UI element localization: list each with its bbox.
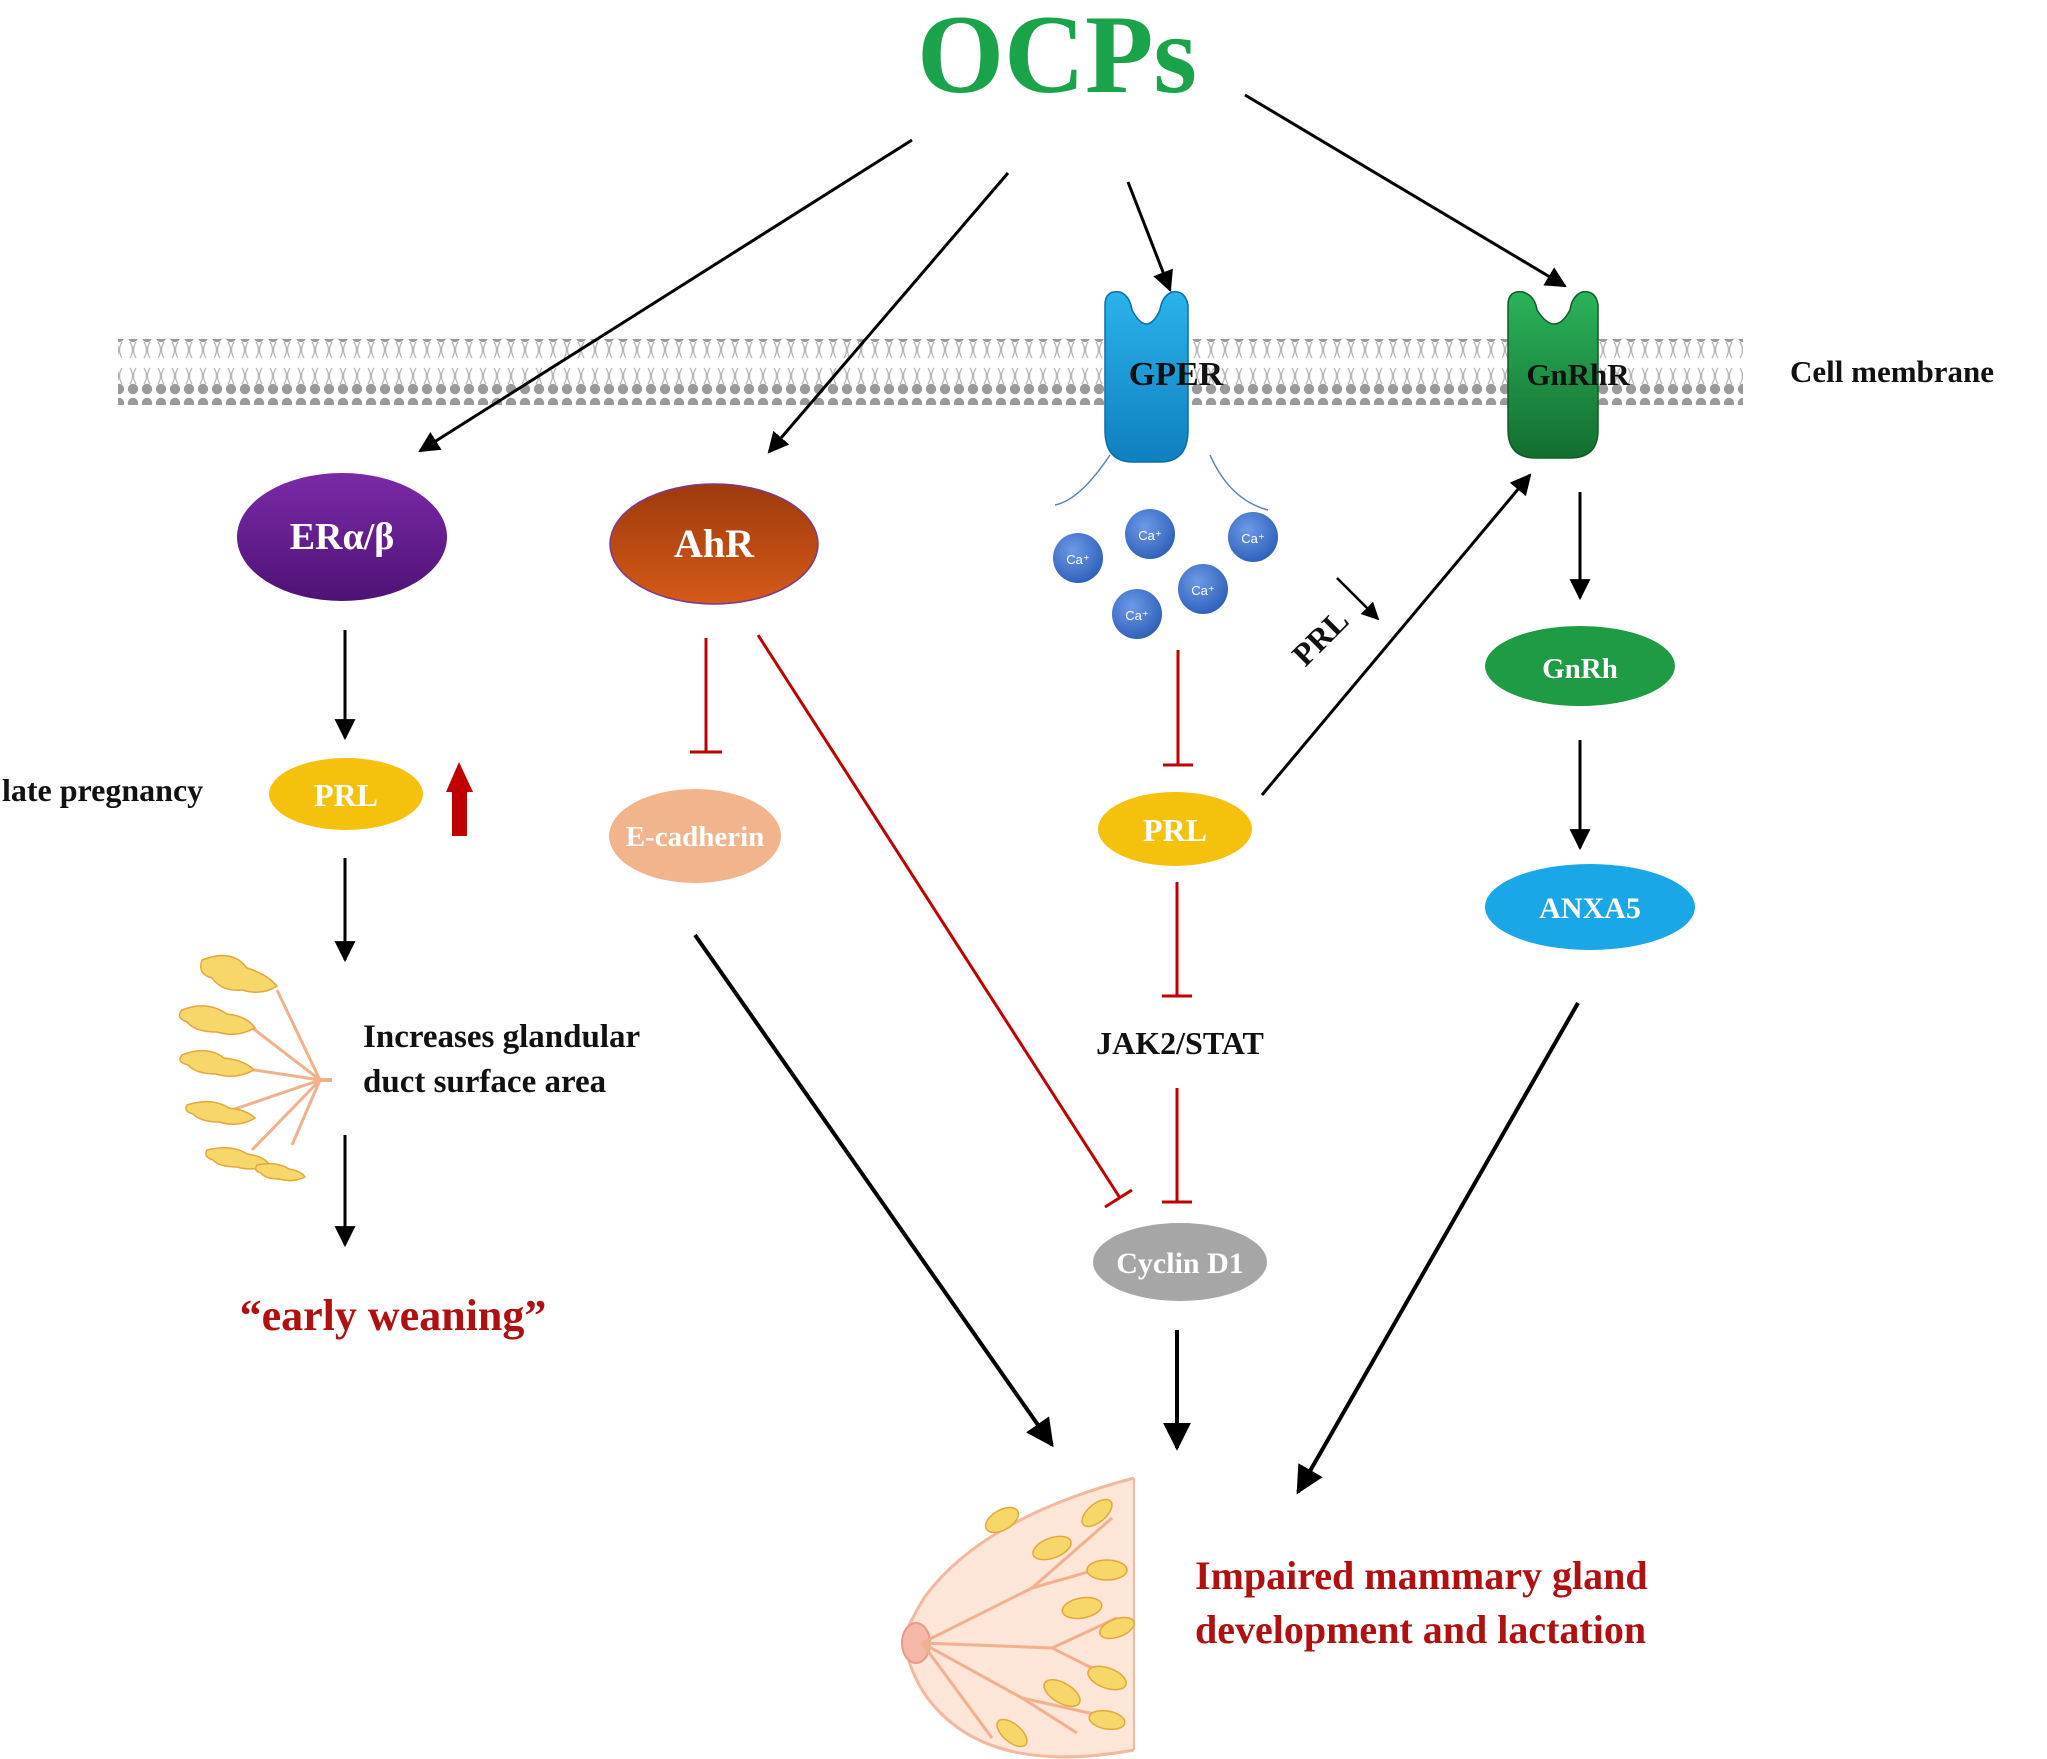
calcium-label: Ca⁺	[1241, 531, 1264, 546]
early-weaning-label: “early weaning”	[240, 1291, 547, 1340]
up-arrow-icon	[446, 762, 473, 836]
arrow-ocps-to-gnrhr	[1244, 93, 1567, 288]
gnrhr-label: GnRhR	[1526, 357, 1630, 392]
gper-tail	[1054, 454, 1269, 511]
mammary-duct-icon	[178, 954, 332, 1182]
gnrh-node	[1485, 626, 1675, 706]
calcium-label: Ca⁺	[1125, 608, 1148, 623]
gnrhr-receptor	[1507, 291, 1599, 459]
gper-receptor	[1104, 291, 1189, 463]
cyclin-node	[1093, 1223, 1267, 1301]
inhibit-ahr-to-cyclin	[756, 634, 1122, 1199]
ecadherin-node	[609, 789, 781, 883]
jak2stat-label: JAK2/STAT	[1096, 1025, 1264, 1061]
inhibit-ahr-to-cyclin-bar	[1104, 1188, 1133, 1209]
gnrh-label: GnRh	[1542, 653, 1618, 685]
calcium-ion-icon	[1228, 512, 1278, 562]
prl-center-label: PRL	[1143, 812, 1207, 848]
glandular-label-line1: Increases glandular	[363, 1019, 640, 1055]
cyclin-label: Cyclin D1	[1116, 1247, 1244, 1280]
arrow-ocps-to-er	[418, 138, 913, 453]
er-node	[237, 473, 447, 601]
ahr-node	[609, 483, 819, 605]
calcium-ion-icon	[1178, 564, 1228, 614]
calcium-ion-icon	[1125, 509, 1175, 559]
prl-left-node	[269, 758, 423, 830]
arrow-anxa5-to-outcome	[1296, 1002, 1580, 1495]
late-pregnancy-label: late pregnancy	[2, 772, 203, 808]
ahr-label: AhR	[674, 521, 755, 566]
prl-center-node	[1098, 792, 1252, 866]
anxa5-node	[1485, 864, 1695, 950]
gper-label: GPER	[1129, 356, 1224, 393]
er-label: ERα/β	[290, 516, 395, 558]
breast-icon	[901, 1476, 1135, 1759]
prl-left-label: PRL	[314, 777, 378, 813]
calcium-ions: Ca⁺ Ca⁺ Ca⁺ Ca⁺ Ca⁺	[1053, 509, 1278, 639]
anxa5-label: ANXA5	[1539, 892, 1641, 925]
calcium-label: Ca⁺	[1191, 583, 1214, 598]
arrow-ecadherin-to-outcome	[693, 933, 1054, 1448]
ecadherin-label: E-cadherin	[626, 821, 765, 853]
arrow-prl-to-gnrhr	[1260, 473, 1532, 796]
prl-down-label: PRL	[1285, 602, 1356, 673]
down-arrow-icon	[1336, 577, 1380, 621]
glandular-label-line2: duct surface area	[363, 1064, 606, 1100]
outcome-label-line1: Impaired mammary gland	[1195, 1553, 1648, 1598]
calcium-ion-icon	[1053, 533, 1103, 583]
outcome-label-line2: development and lactation	[1195, 1607, 1646, 1652]
calcium-ion-icon	[1112, 589, 1162, 639]
membrane-label: Cell membrane	[1790, 354, 1994, 389]
arrow-ocps-to-ahr	[767, 172, 1010, 454]
arrow-ocps-to-gper	[1126, 181, 1173, 292]
cell-membrane	[118, 339, 1743, 405]
calcium-label: Ca⁺	[1138, 528, 1161, 543]
calcium-label: Ca⁺	[1066, 552, 1089, 567]
title: OCPs	[917, 0, 1197, 117]
